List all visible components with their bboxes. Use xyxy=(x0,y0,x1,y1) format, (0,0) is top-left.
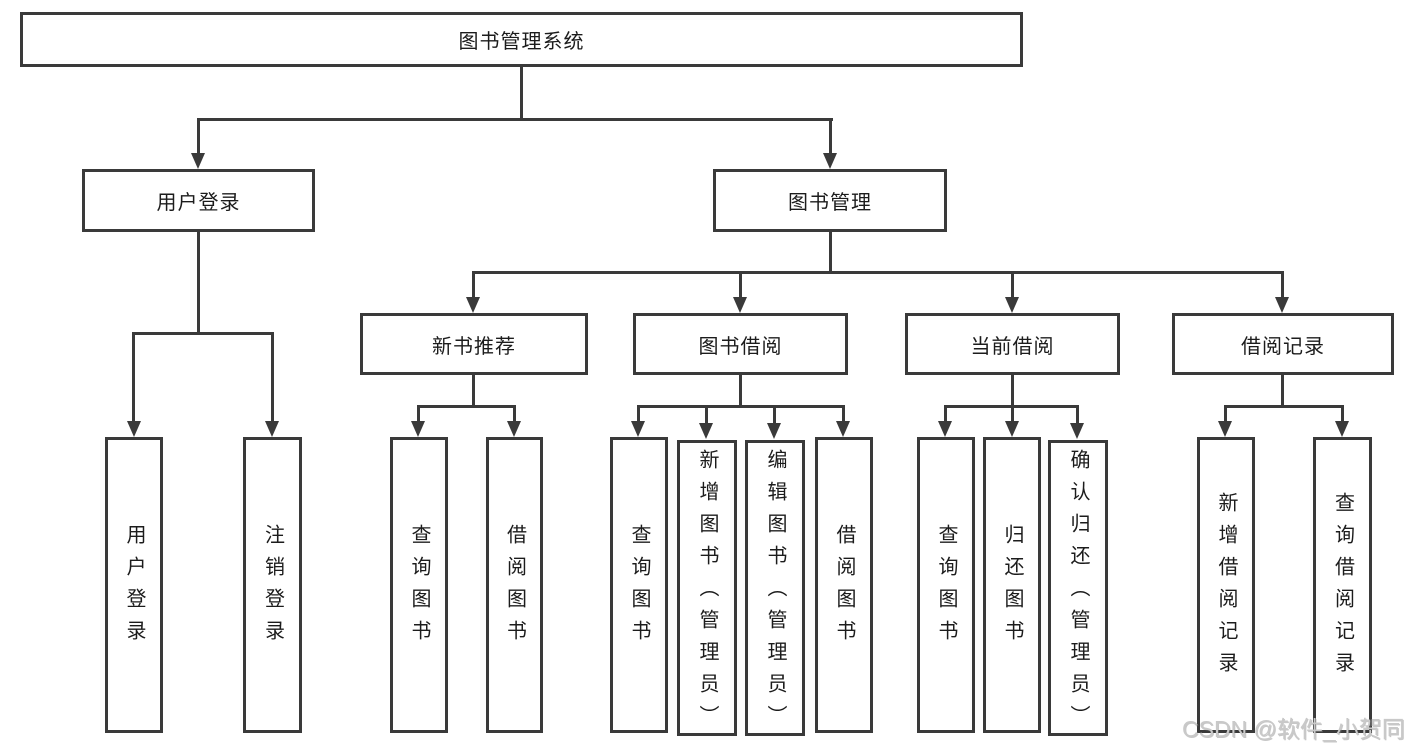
leaf-label: 编辑图书（管理员） xyxy=(764,449,786,737)
connector-stem xyxy=(739,375,742,407)
connector-drop xyxy=(1011,405,1014,425)
csdn-watermark: CSDN @软件_小贺同学 xyxy=(1182,716,1405,742)
node-label: 图书管理系统 xyxy=(458,31,585,53)
arrowhead-down-icon xyxy=(1005,297,1019,313)
node-label: 当前借阅 xyxy=(970,335,1055,358)
node-borrowing-records: 借阅记录 xyxy=(1172,313,1394,375)
leaf-confirm-return-admin: 确认归还（管理员） xyxy=(1048,440,1108,737)
leaf-add-books-admin: 新增图书（管理员） xyxy=(677,440,737,737)
leaf-label: 查询图书 xyxy=(628,524,650,652)
leaf-label: 查询图书 xyxy=(935,524,957,652)
connector-book-mgmt-stem xyxy=(829,232,832,273)
arrowhead-down-icon xyxy=(836,421,850,437)
leaf-label: 查询图书 xyxy=(408,524,430,652)
leaf-label: 查询借阅记录 xyxy=(1331,492,1354,684)
leaf-query-borrow-record: 查询借阅记录 xyxy=(1313,437,1372,733)
leaf-add-borrow-record: 新增借阅记录 xyxy=(1197,437,1255,733)
arrowhead-down-icon xyxy=(127,421,141,437)
arrowhead-down-icon xyxy=(265,421,279,437)
node-library-management-system: 图书管理系统 xyxy=(20,12,1023,67)
leaf-label: 借阅图书 xyxy=(503,524,526,652)
leaf-query-books-borrowing: 查询图书 xyxy=(610,437,668,733)
connector-drop xyxy=(637,405,640,425)
connector-root-rail xyxy=(198,118,833,121)
connector-stem xyxy=(1011,375,1014,407)
node-book-management: 图书管理 xyxy=(713,169,947,232)
arrowhead-down-icon xyxy=(631,421,645,437)
leaf-label: 借阅图书 xyxy=(833,524,855,652)
connector-rail xyxy=(418,405,515,408)
connector-user-login-rail xyxy=(133,332,274,335)
connector-drop xyxy=(842,405,845,425)
connector-rail xyxy=(638,405,845,408)
connector-drop xyxy=(1341,405,1344,425)
connector-drop xyxy=(944,405,947,425)
node-book-borrowing: 图书借阅 xyxy=(633,313,848,375)
node-label: 借阅记录 xyxy=(1241,335,1325,358)
connector-book-mgmt-rail xyxy=(472,271,1284,274)
connector-drop xyxy=(705,405,708,425)
connector-stem xyxy=(472,375,475,407)
leaf-label: 确认归还（管理员） xyxy=(1067,449,1089,737)
connector-user-login-drop xyxy=(197,118,200,155)
leaf-label: 新增图书（管理员） xyxy=(696,449,718,737)
connector-rail xyxy=(1225,405,1343,408)
connector-drop xyxy=(1011,271,1014,299)
leaf-edit-books-admin: 编辑图书（管理员） xyxy=(745,440,805,737)
arrowhead-down-icon xyxy=(1218,421,1232,437)
leaf-borrow-books: 借阅图书 xyxy=(815,437,873,733)
connector-root-stem xyxy=(520,67,523,121)
connector-drop xyxy=(513,405,516,425)
arrowhead-down-icon xyxy=(938,421,952,437)
leaf-label: 注销登录 xyxy=(261,524,284,652)
node-user-login: 用户登录 xyxy=(82,169,315,232)
arrowhead-down-icon xyxy=(191,153,205,169)
arrowhead-down-icon xyxy=(1070,423,1084,439)
leaf-logout: 注销登录 xyxy=(243,437,302,733)
node-label: 图书借阅 xyxy=(698,335,783,358)
node-label: 新书推荐 xyxy=(432,335,516,358)
connector-book-mgmt-drop xyxy=(829,118,832,155)
connector-drop xyxy=(1281,271,1284,299)
leaf-user-login: 用户登录 xyxy=(105,437,163,733)
arrowhead-down-icon xyxy=(1005,421,1019,437)
arrowhead-down-icon xyxy=(411,421,425,437)
leaf-query-books-recommend: 查询图书 xyxy=(390,437,448,733)
arrowhead-down-icon xyxy=(699,423,713,439)
connector-drop xyxy=(1076,405,1079,425)
connector-drop xyxy=(1224,405,1227,425)
connector-drop xyxy=(773,405,776,425)
connector-stem xyxy=(1281,375,1284,407)
leaf-label: 新增借阅记录 xyxy=(1215,492,1237,684)
arrowhead-down-icon xyxy=(733,297,747,313)
connector-drop xyxy=(739,271,742,299)
leaf-return-books: 归还图书 xyxy=(983,437,1041,733)
arrowhead-down-icon xyxy=(1275,297,1289,313)
connector-drop xyxy=(417,405,420,425)
node-new-book-recommendation: 新书推荐 xyxy=(360,313,588,375)
arrowhead-down-icon xyxy=(823,153,837,169)
leaf-label: 归还图书 xyxy=(1001,524,1023,652)
arrowhead-down-icon xyxy=(767,423,781,439)
connector-drop xyxy=(271,332,274,422)
connector-drop xyxy=(472,271,475,299)
leaf-borrow-books-recommend: 借阅图书 xyxy=(486,437,543,733)
connector-user-login-stem xyxy=(197,232,200,334)
node-label: 图书管理 xyxy=(788,192,872,214)
arrowhead-down-icon xyxy=(466,297,480,313)
arrowhead-down-icon xyxy=(1335,421,1349,437)
node-label: 用户登录 xyxy=(156,192,241,214)
connector-drop xyxy=(132,332,135,422)
leaf-label: 用户登录 xyxy=(123,524,145,652)
node-current-borrowing: 当前借阅 xyxy=(905,313,1120,375)
leaf-query-books-current: 查询图书 xyxy=(917,437,975,733)
arrowhead-down-icon xyxy=(507,421,521,437)
